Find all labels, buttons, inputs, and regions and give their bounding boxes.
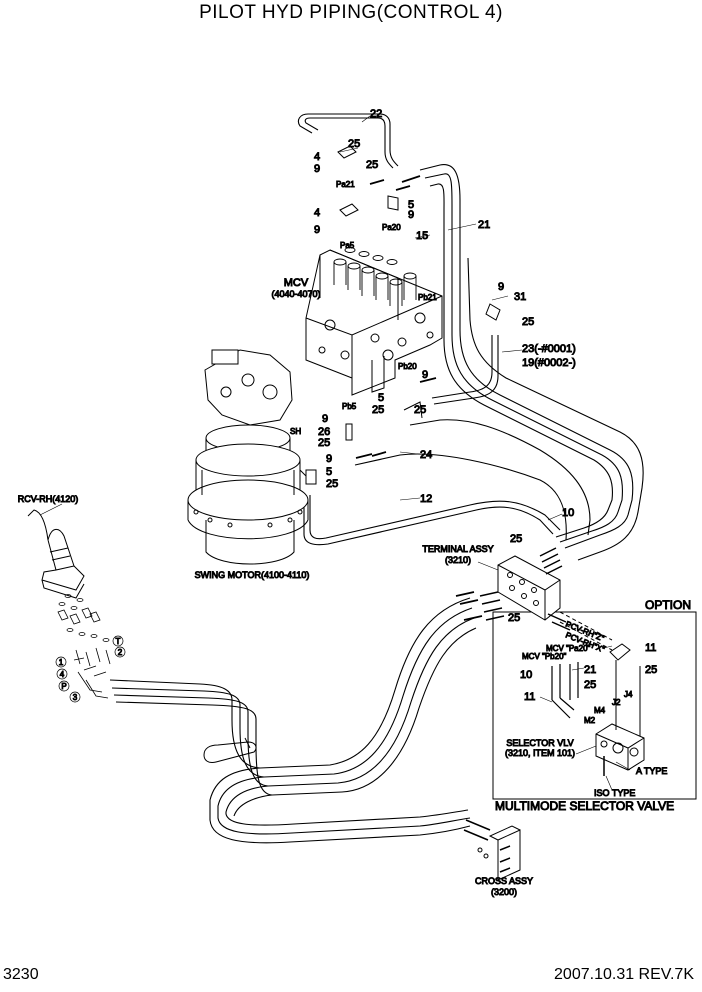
label-pa21: Pa21 <box>336 180 355 189</box>
callout-25f: 25 <box>318 437 330 449</box>
callout-25h: 25 <box>510 533 522 545</box>
label-pb5: Pb5 <box>342 402 357 411</box>
rcv-port-P: P <box>61 682 66 691</box>
callout-25d: 25 <box>372 404 384 416</box>
pipe-bundle-mcv <box>354 164 644 561</box>
rcv-fittings <box>57 594 111 699</box>
j2-label: J2 <box>612 698 621 707</box>
selector-vlv-label: SELECTOR VLV <box>506 738 573 748</box>
cross-assy <box>463 819 521 881</box>
rcv-port-T: T <box>116 637 121 646</box>
cross-part-label: (3200) <box>491 887 517 897</box>
callout-25i: 25 <box>508 612 520 624</box>
callout-12: 12 <box>420 493 432 505</box>
callout-24: 24 <box>420 449 432 461</box>
mcv-pb20-label: MCV "Pb20" <box>522 652 567 661</box>
callout-26: 26 <box>318 426 330 438</box>
pipe-23 <box>431 335 499 405</box>
opt-callout-25a: 25 <box>584 679 596 691</box>
terminal-assy-label: TERMINAL ASSY <box>422 544 493 554</box>
callout-5a: 5 <box>408 199 414 211</box>
callout-25g: 25 <box>326 478 338 490</box>
mcv-part-label: (4040-4070) <box>271 289 320 299</box>
opt-callout-11b: 11 <box>645 642 656 654</box>
callout-9f: 9 <box>322 413 328 425</box>
a-type-label: A TYPE <box>636 766 667 776</box>
rcv-port-4: 4 <box>60 670 65 679</box>
callout-21: 21 <box>478 219 490 231</box>
callout-25a: 25 <box>348 138 360 150</box>
option-caption: MULTIMODE SELECTOR VALVE <box>495 799 674 813</box>
label-sh: SH <box>290 427 301 436</box>
label-pb20: Pb20 <box>398 362 417 371</box>
callout-10: 10 <box>562 507 574 519</box>
callout-4a: 4 <box>314 151 320 163</box>
selector-valve <box>551 611 645 776</box>
callout-19: 19(#0002-) <box>522 357 576 369</box>
opt-callout-21: 21 <box>584 664 596 676</box>
selector-part-label: (3210, ITEM 101) <box>505 748 575 758</box>
callout-25c: 25 <box>522 316 534 328</box>
rcv-port-2: 2 <box>118 648 123 657</box>
callout-5b: 5 <box>378 392 384 404</box>
opt-callout-25b: 25 <box>645 664 657 676</box>
callout-9g: 9 <box>326 453 332 465</box>
rcv-label: RCV-RH(4120) <box>18 494 79 504</box>
option-heading: OPTION <box>645 598 691 612</box>
callout-25b: 25 <box>366 159 378 171</box>
callout-9b: 9 <box>408 209 414 221</box>
label-pa5: Pa5 <box>340 241 355 250</box>
mcv-valve <box>305 247 443 396</box>
callout-22: 22 <box>370 108 382 120</box>
terminal-part-label: (3210) <box>445 555 471 565</box>
m4-label: M4 <box>594 706 606 715</box>
terminal-assy <box>479 547 571 631</box>
page-number: 3230 <box>3 966 39 983</box>
opt-callout-11a: 11 <box>524 691 535 703</box>
callout-9d: 9 <box>498 281 504 293</box>
callout-9e: 9 <box>422 369 428 381</box>
callout-23: 23(-#0001) <box>522 343 576 355</box>
callout-15: 15 <box>416 230 428 242</box>
opt-callout-10: 10 <box>520 669 532 681</box>
leader-lines <box>39 115 631 791</box>
callout-9a: 9 <box>314 163 320 175</box>
callout-25e: 25 <box>414 404 426 416</box>
callout-9c: 9 <box>314 224 320 236</box>
callout-4b: 4 <box>314 207 320 219</box>
mcv-label: MCV <box>284 277 309 289</box>
option-box <box>492 611 697 800</box>
m2-label: M2 <box>584 716 596 725</box>
cross-assy-label: CROSS ASSY <box>475 876 533 886</box>
iso-type-label: ISO TYPE <box>594 788 635 798</box>
rcv-joystick <box>27 509 85 599</box>
pipe-12 <box>303 495 561 546</box>
revision-date: 2007.10.31 REV.7K <box>554 966 694 983</box>
label-pa20: Pa20 <box>382 223 401 232</box>
label-pb21: Pb21 <box>418 293 437 302</box>
mcv-top-fittings <box>299 145 501 621</box>
pipe-clamp <box>203 737 257 763</box>
pipe-22 <box>297 113 399 169</box>
callout-31: 31 <box>514 291 526 303</box>
rcv-port-3: 3 <box>73 693 78 702</box>
mcv-pa20-label: MCV "Pa20" <box>546 644 591 653</box>
swing-motor <box>187 349 309 565</box>
j4-label: J4 <box>624 690 633 699</box>
swing-motor-label: SWING MOTOR(4100-4110) <box>195 570 310 580</box>
callout-5c: 5 <box>326 466 332 478</box>
page-title: PILOT HYD PIPING(CONTROL 4) <box>199 2 503 23</box>
rcv-port-1: 1 <box>59 658 64 667</box>
pipe-bundle-rcv <box>109 597 477 844</box>
